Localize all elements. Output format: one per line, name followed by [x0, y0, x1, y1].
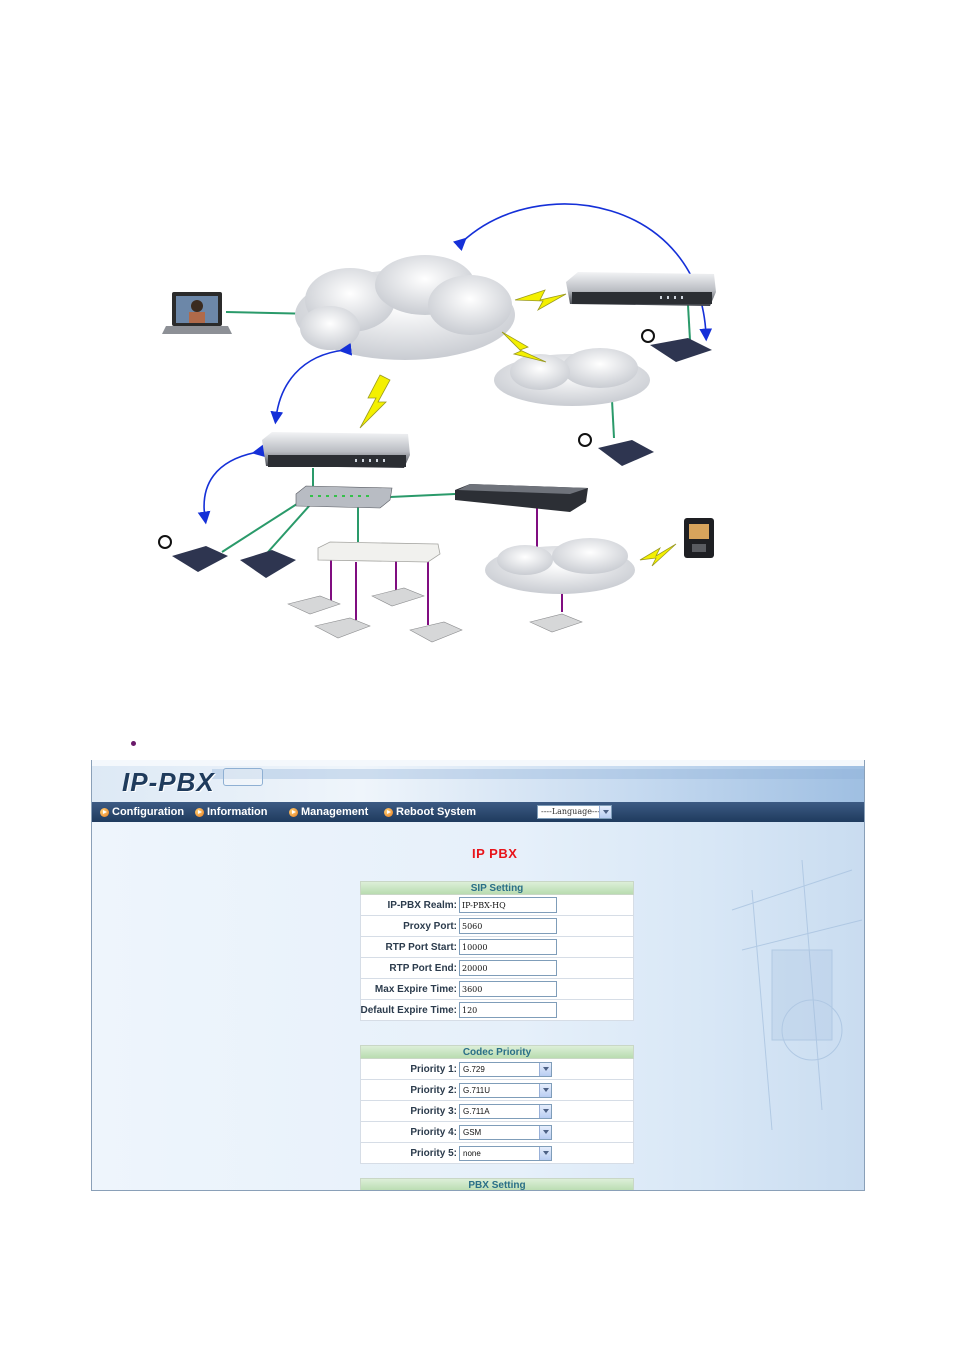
menu-information[interactable]: Information: [195, 802, 268, 822]
codec-priority-header: Codec Priority: [360, 1045, 634, 1059]
list-bullet: [131, 741, 136, 746]
chevron-down-icon: [599, 806, 611, 818]
laptop-icon: [162, 292, 232, 334]
cloud-pstn-bottom: [485, 538, 635, 594]
field-label: Priority 3:: [410, 1106, 457, 1117]
priority-4-row: Priority 4: GSM: [360, 1122, 634, 1143]
proxy-port-input[interactable]: 5060: [459, 918, 557, 934]
rtp-port-start-input[interactable]: 10000: [459, 939, 557, 955]
priority-1-row: Priority 1: G.729: [360, 1059, 634, 1080]
chevron-down-icon: [539, 1147, 551, 1160]
field-label: Proxy Port:: [403, 921, 457, 932]
menu-label: Management: [301, 806, 369, 818]
banner-stripe: [92, 760, 864, 766]
select-value: G.711U: [463, 1086, 490, 1095]
chevron-down-icon: [539, 1105, 551, 1118]
fxs-gateway-icon: [317, 541, 441, 563]
proxy-port-row: Proxy Port: 5060: [360, 916, 634, 937]
priority-2-row: Priority 2: G.711U: [360, 1080, 634, 1101]
chevron-down-icon: [539, 1126, 551, 1139]
priority-3-select[interactable]: G.711A: [459, 1104, 552, 1119]
ip-pbx-device-branch: [566, 272, 716, 306]
arrow-bullet-icon: [195, 807, 204, 817]
max-expire-time-input[interactable]: 3600: [459, 981, 557, 997]
field-label: Priority 4:: [410, 1127, 457, 1138]
app-logo: IP-PBX: [122, 767, 215, 797]
logo-decoration: [223, 768, 263, 786]
phone-lines: [330, 505, 563, 625]
select-value: G.711A: [463, 1107, 490, 1116]
select-value: GSM: [463, 1128, 482, 1137]
max-expire-time-row: Max Expire Time: 3600: [360, 979, 634, 1000]
field-label: RTP Port End:: [389, 963, 457, 974]
language-select[interactable]: ----Language----: [537, 805, 612, 819]
pbx-setting-header: PBX Setting: [360, 1178, 634, 1190]
sip-setting-section: SIP Setting IP-PBX Realm: IP-PBX-HQ Prox…: [360, 881, 634, 1021]
priority-3-row: Priority 3: G.711A: [360, 1101, 634, 1122]
analog-phone-icon: [287, 587, 583, 643]
ip-phone-icon: [158, 329, 712, 578]
cloud-pstn-right: [494, 348, 650, 406]
arrow-bullet-icon: [384, 807, 393, 817]
language-select-value: ----Language----: [541, 807, 603, 816]
field-label: Priority 1:: [410, 1064, 457, 1075]
priority-4-select[interactable]: GSM: [459, 1125, 552, 1140]
select-value: G.729: [463, 1065, 485, 1074]
field-label: Max Expire Time:: [374, 984, 457, 995]
background-decoration: [731, 859, 863, 1131]
ethernet-switch-icon: [295, 485, 393, 509]
chevron-down-icon: [539, 1084, 551, 1097]
page-title: IP PBX: [472, 846, 518, 861]
priority-5-select[interactable]: none: [459, 1146, 552, 1161]
menu-configuration[interactable]: Configuration: [100, 802, 184, 822]
default-expire-time-input[interactable]: 120: [459, 1002, 557, 1018]
menu-label: Configuration: [112, 806, 185, 818]
menu-reboot-system[interactable]: Reboot System: [384, 802, 476, 822]
rtp-port-start-row: RTP Port Start: 10000: [360, 937, 634, 958]
arrow-bullet-icon: [289, 807, 298, 817]
select-value: none: [463, 1149, 481, 1158]
voip-gateway-icon: [455, 484, 588, 512]
ip-pbx-realm-row: IP-PBX Realm: IP-PBX-HQ: [360, 895, 634, 916]
ip-pbx-device-hq: [262, 432, 410, 468]
menu-label: Reboot System: [396, 806, 477, 818]
arrow-bullet-icon: [100, 807, 109, 817]
menu-label: Information: [207, 806, 268, 818]
banner-band: [212, 769, 864, 779]
field-label: Default Expire Time:: [360, 1005, 457, 1016]
priority-1-select[interactable]: G.729: [459, 1062, 552, 1077]
priority-5-row: Priority 5: none: [360, 1143, 634, 1164]
menu-bar: Configuration Information Management Reb…: [92, 802, 864, 822]
default-expire-time-row: Default Expire Time: 120: [360, 1000, 634, 1021]
field-label: Priority 2:: [410, 1085, 457, 1096]
mobile-phone-icon: [684, 518, 714, 558]
menu-management[interactable]: Management: [289, 802, 368, 822]
field-label: IP-PBX Realm:: [387, 900, 457, 911]
rtp-port-end-input[interactable]: 20000: [459, 960, 557, 976]
chevron-down-icon: [539, 1063, 551, 1076]
sip-setting-header: SIP Setting: [360, 881, 634, 895]
ip-pbx-web-ui: IP-PBX Configuration Information Managem…: [91, 760, 865, 1191]
priority-2-select[interactable]: G.711U: [459, 1083, 552, 1098]
codec-priority-section: Codec Priority Priority 1: G.729 Priorit…: [360, 1045, 634, 1164]
ip-pbx-realm-input[interactable]: IP-PBX-HQ: [459, 897, 557, 913]
rtp-port-end-row: RTP Port End: 20000: [360, 958, 634, 979]
header-banner: IP-PBX: [92, 760, 864, 802]
field-label: Priority 5:: [410, 1148, 457, 1159]
field-label: RTP Port Start:: [385, 942, 458, 953]
pbx-setting-section: PBX Setting: [360, 1178, 634, 1190]
network-diagram: [158, 203, 716, 643]
cloud-internet: [295, 255, 515, 360]
